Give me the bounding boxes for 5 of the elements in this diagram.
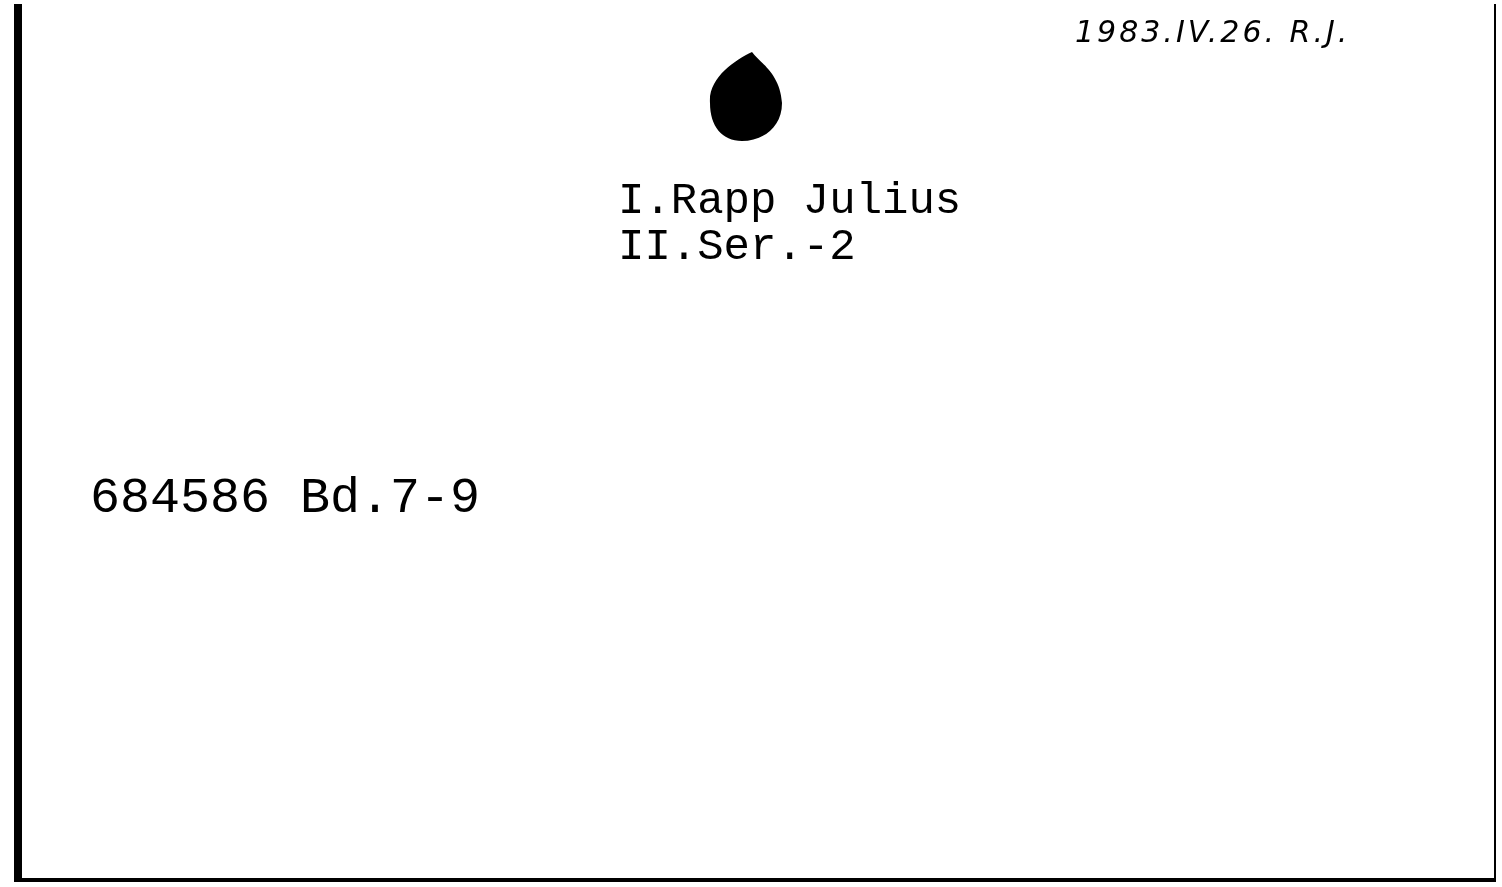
- typed-text: II.Ser.-2: [618, 226, 856, 268]
- punch-hole: [710, 52, 782, 141]
- typed-text: I.Rapp Julius: [618, 180, 962, 222]
- typed-text: 684586 Bd.7-9: [90, 470, 481, 527]
- handwritten-note: 1983.IV.26. R.J.: [1075, 14, 1351, 49]
